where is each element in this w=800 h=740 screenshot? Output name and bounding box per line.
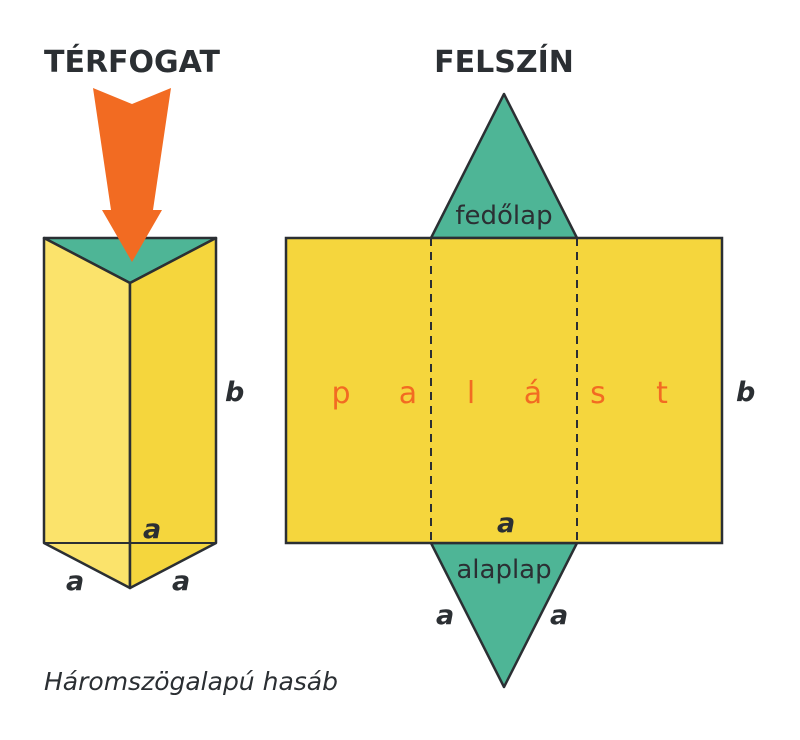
net-right-edge-label: a (550, 600, 568, 631)
caption: Háromszögalapú hasáb (44, 667, 338, 696)
net-bottom-edge-label: a (497, 508, 515, 539)
volume-title: TÉRFOGAT (44, 44, 221, 80)
prism-back-edge-label: a (143, 514, 161, 545)
lateral-letter: p (331, 376, 350, 411)
down-arrow-icon (93, 88, 171, 262)
net-left-edge-label: a (436, 600, 454, 631)
prism-left-face (42, 236, 132, 590)
prism-left-edge-label: a (66, 566, 84, 597)
net-height-label: b (736, 377, 755, 408)
lateral-letter: t (656, 376, 668, 411)
prism-height-label: b (225, 377, 244, 408)
prism-right-edge-label: a (172, 566, 190, 597)
top-face-label: fedőlap (455, 201, 552, 231)
surface-title: FELSZÍN (434, 44, 574, 80)
lateral-letter: á (524, 376, 542, 411)
lateral-letter: s (590, 376, 606, 411)
lateral-letter: a (399, 376, 417, 411)
lateral-surface-rect (284, 236, 724, 545)
bottom-face-label: alaplap (456, 555, 551, 585)
lateral-letter: l (467, 376, 475, 411)
